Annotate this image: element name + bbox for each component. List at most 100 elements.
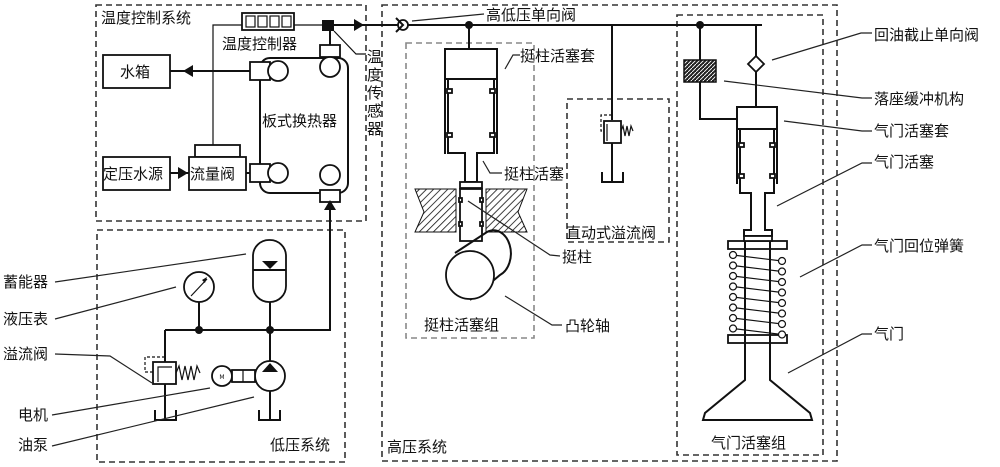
leader-line (787, 333, 872, 374)
return-check-valve (746, 54, 766, 74)
return-spring-label: 气门回位弹簧 (874, 237, 964, 255)
leader-line (54, 286, 177, 320)
accumulator-label: 蓄能器 (3, 273, 48, 291)
spring-coil (732, 317, 783, 325)
pressure-gauge (183, 271, 215, 303)
tappet-sleeve-label: 挺柱活塞套 (520, 47, 595, 65)
spring-coil-section (777, 288, 787, 297)
water-tank-label: 水箱 (120, 63, 150, 81)
flow-arrow-icon (183, 65, 193, 77)
high-pressure-system-boundary: 高压系统 (381, 4, 838, 462)
motor-symbol: M (219, 374, 224, 381)
spring-coil-section (728, 250, 738, 260)
sensor-label-char: 温 (367, 48, 382, 66)
constant-pressure-water-source: 定压水源 (102, 156, 171, 191)
valve-piston-label: 气门活塞 (874, 153, 934, 171)
motor-label: 电机 (18, 406, 48, 424)
flow-arrow-icon (324, 200, 336, 210)
spring-coil (732, 275, 783, 283)
leader-line (776, 162, 872, 207)
oil-pump-label: 油泵 (18, 436, 48, 454)
tappet-piston-sleeve (444, 48, 498, 154)
low-pressure-supply-line (199, 202, 331, 331)
camshaft (445, 229, 512, 301)
low-pressure-relief-valve (144, 356, 201, 385)
leader-line (51, 396, 255, 447)
pressure-gauge-label: 液压表 (3, 310, 48, 328)
controller-to-flow-valve-wire (212, 24, 242, 145)
spring-coil-section (728, 271, 738, 281)
temperature-controller: 温度控制器 (222, 12, 297, 53)
leader-line (467, 200, 561, 257)
accumulator (252, 239, 287, 303)
spring-coil (732, 254, 783, 262)
valve-return-spring (727, 240, 788, 344)
high-low-pressure-check-valve (395, 17, 409, 33)
oil-pump (254, 360, 286, 392)
leader-line (51, 387, 211, 416)
spring-coil-section (728, 261, 738, 270)
leader-line (504, 295, 562, 326)
temperature-controller-label: 温度控制器 (222, 35, 297, 53)
water-tank: 水箱 (102, 54, 171, 89)
temperature-sensor-label: 温 度 传 感 器 (367, 48, 382, 138)
leader-line (771, 32, 872, 61)
flow-valve-label: 流量阀 (190, 165, 235, 183)
tappet-piston (446, 79, 496, 189)
spring-coil-section (728, 303, 738, 312)
tappet (458, 188, 484, 242)
seating-buffer-mechanism (683, 59, 717, 83)
leader-line (54, 253, 247, 283)
tank-symbol (258, 410, 281, 421)
flow-valve: 流量阀 (188, 144, 247, 191)
sensor-label-char: 器 (367, 120, 382, 138)
relief-valve-group-label: 直动式溢流阀 (566, 224, 656, 242)
spring-coil-section (777, 267, 787, 276)
valve-piston-group-boundary: 气门活塞组 (676, 14, 824, 456)
leader-line (799, 244, 872, 278)
buffer-branch-line (699, 25, 737, 120)
spring-coil-section (777, 330, 787, 339)
spring-coil (732, 264, 783, 273)
spring-coil (732, 285, 783, 294)
leader-line (482, 160, 502, 174)
leader-line (783, 120, 872, 132)
temperature-sensor: 温 度 传 感 器 (322, 20, 382, 138)
tappet-piston-label: 挺柱活塞 (504, 165, 564, 183)
tappet-label: 挺柱 (562, 248, 592, 266)
sensor-label-char: 度 (367, 66, 382, 84)
sensor-label-char: 传 (367, 84, 382, 102)
camshaft-label: 凸轮轴 (565, 317, 610, 335)
tappet-guide-block (414, 188, 528, 233)
tank-symbol (601, 172, 624, 183)
seating-buffer-label: 落座缓冲机构 (874, 90, 964, 108)
valve-piston-group-label: 气门活塞组 (711, 434, 786, 452)
temperature-control-system-label: 温度控制系统 (101, 9, 191, 27)
hl-check-valve-label: 高低压单向阀 (486, 6, 576, 24)
spring-coil-section (728, 324, 738, 333)
plate-heat-exchanger: 板式换热器 (249, 44, 349, 203)
valve-label: 气门 (874, 325, 904, 343)
valve-piston-sleeve (736, 106, 778, 184)
tappet-piston-group-label: 挺柱活塞组 (424, 316, 499, 334)
tank-symbol (154, 410, 177, 421)
flow-arrow-icon (178, 167, 188, 179)
spring-coil-section (777, 319, 787, 329)
spring-coil (732, 327, 783, 336)
sensor-label-char: 感 (367, 102, 382, 120)
high-pressure-system-label: 高压系统 (387, 438, 447, 456)
water-source-label: 定压水源 (103, 165, 163, 183)
spring-coil-section (777, 309, 787, 318)
spring-coil-section (728, 292, 738, 302)
flow-arrow-icon (354, 19, 364, 31)
leader-line (54, 353, 153, 384)
leader-line (411, 13, 485, 22)
spring-coil-section (777, 277, 787, 287)
valve-piston (738, 129, 776, 237)
spring-coil-section (777, 256, 787, 266)
spring-coil-section (728, 282, 738, 291)
spring-coil-section (728, 313, 738, 323)
valve (701, 235, 814, 421)
leader-line (723, 80, 872, 99)
